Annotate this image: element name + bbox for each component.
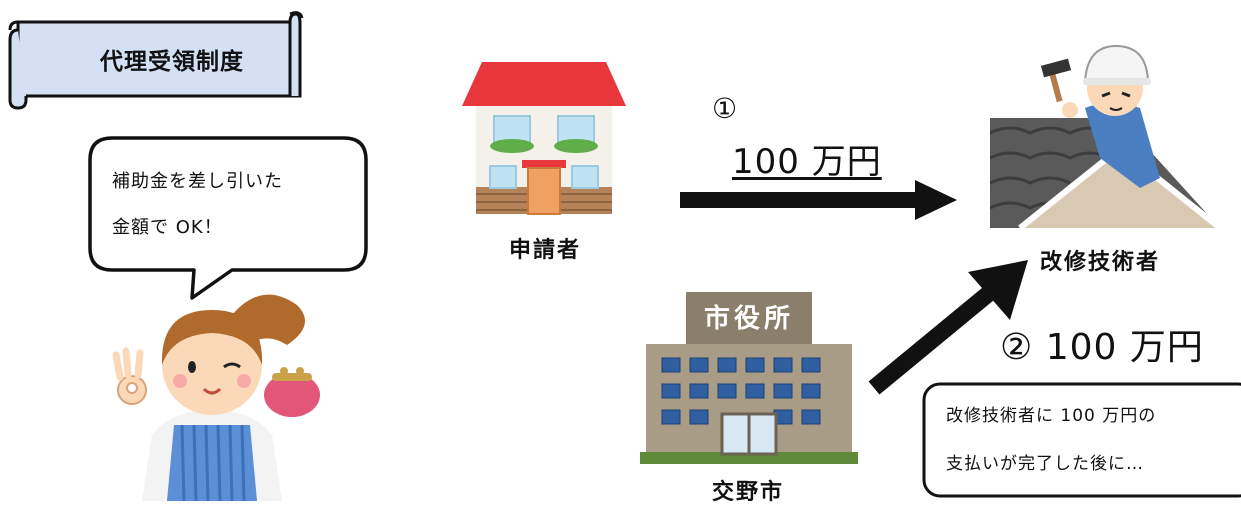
step1-number: ① (712, 92, 738, 125)
applicant-label: 申請者 (508, 238, 581, 263)
woman-illustration (112, 294, 320, 501)
speech-bubble (88, 136, 368, 300)
house-illustration (462, 62, 626, 215)
payment-arrow-2 (868, 260, 1028, 395)
payment-arrow-1 (680, 180, 957, 220)
contractor-label: 改修技術者 (1039, 250, 1160, 275)
title-banner: 代理受領制度 (0, 0, 320, 120)
note-line-2: 支払いが完了した後に… (946, 454, 1144, 474)
city-label: 交野市 (711, 480, 784, 505)
bubble-line-2: 金額で OK！ (112, 217, 223, 238)
note-line-1: 改修技術者に 100 万円の (946, 406, 1157, 426)
contractor-illustration (990, 44, 1220, 228)
scroll-shape (8, 11, 304, 110)
page-title: 代理受領制度 (100, 49, 244, 75)
step1-amount: 100 万円 (732, 142, 882, 182)
city-hall-illustration (640, 292, 858, 464)
step2-amount: ② 100 万円 (1000, 327, 1204, 368)
note-box (922, 382, 1241, 498)
bubble-line-1: 補助金を差し引いた (112, 171, 283, 192)
city-hall-sign: 市役所 (703, 304, 794, 334)
